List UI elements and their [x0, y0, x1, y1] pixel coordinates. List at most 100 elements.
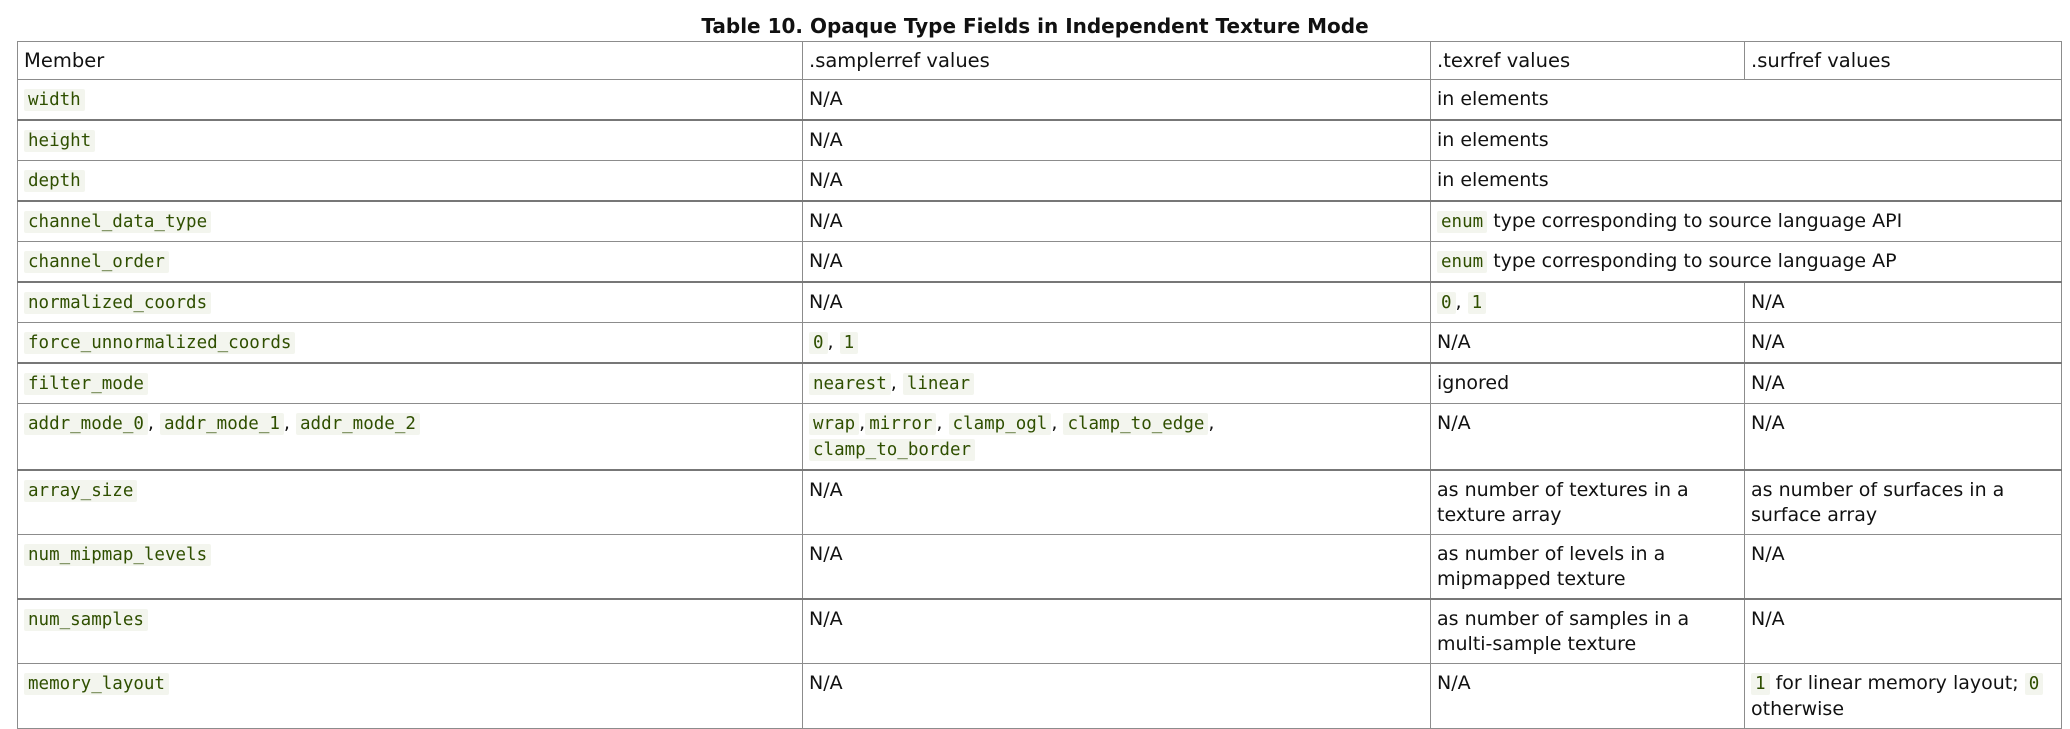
table-row: array_size N/A as number of textures in …	[17, 469, 2062, 535]
member-cell: num_samples	[17, 598, 803, 664]
member-code: num_mipmap_levels	[24, 544, 212, 566]
value-code: 1	[1467, 292, 1487, 314]
value-code: 0	[809, 332, 828, 354]
surfref-cell: N/A	[1744, 281, 2062, 323]
texref-cell: N/A	[1430, 322, 1745, 364]
table-row: channel_data_type N/A enum type correspo…	[17, 200, 2062, 242]
member-code: filter_mode	[24, 373, 148, 395]
separator-text: ,	[1208, 412, 1215, 434]
table-row: force_unnormalized_coords 0, 1 N/A N/A	[17, 322, 2062, 364]
member-code: memory_layout	[24, 673, 169, 695]
samplerref-cell: 0, 1	[802, 322, 1431, 364]
separator-text: ,	[859, 412, 866, 434]
texref-surfref-cell: enum type corresponding to source langua…	[1430, 241, 2062, 283]
surfref-cell: N/A	[1744, 362, 2062, 404]
texref-surfref-cell: in elements	[1430, 79, 2062, 121]
table-caption: Table 10. Opaque Type Fields in Independ…	[701, 14, 1369, 38]
member-code: addr_mode_0	[24, 413, 148, 435]
value-code: 1	[839, 332, 859, 354]
table-header-row: Member .samplerref values .texref values…	[17, 41, 2062, 80]
member-cell: filter_mode	[17, 362, 803, 404]
texref-surfref-cell: enum type corresponding to source langua…	[1430, 200, 2062, 242]
header-texref: .texref values	[1430, 41, 1745, 80]
value-code: 0	[1437, 292, 1456, 314]
header-member: Member	[17, 41, 803, 80]
enum-code: enum	[1437, 211, 1488, 233]
texref-surfref-cell: in elements	[1430, 160, 2062, 202]
member-cell: num_mipmap_levels	[17, 534, 803, 600]
samplerref-cell: N/A	[802, 200, 1431, 242]
member-code: channel_order	[24, 251, 169, 273]
member-cell: force_unnormalized_coords	[17, 322, 803, 364]
value-code: 1	[1751, 673, 1770, 695]
header-surfref: .surfref values	[1744, 41, 2062, 80]
member-code: force_unnormalized_coords	[24, 332, 296, 354]
table-row: addr_mode_0, addr_mode_1, addr_mode_2 wr…	[17, 403, 2062, 471]
texref-cell: N/A	[1430, 403, 1745, 471]
separator-text: ,	[827, 331, 840, 353]
table-row: channel_order N/A enum type correspondin…	[17, 241, 2062, 283]
value-code: 0	[2024, 673, 2044, 695]
member-cell: height	[17, 119, 803, 161]
separator-text: ,	[1051, 412, 1064, 434]
texref-cell: as number of levels in a mipmapped textu…	[1430, 534, 1745, 600]
table-row: normalized_coords N/A 0, 1 N/A	[17, 281, 2062, 323]
member-code: width	[24, 89, 85, 111]
samplerref-cell: N/A	[802, 160, 1431, 202]
member-code: height	[24, 130, 96, 152]
table-row: memory_layout N/A N/A 1 for linear memor…	[17, 663, 2062, 729]
surfref-cell: N/A	[1744, 598, 2062, 664]
separator-text: ,	[890, 372, 903, 394]
texref-cell: 0, 1	[1430, 281, 1745, 323]
samplerref-cell: wrap,mirror, clamp_ogl, clamp_to_edge,cl…	[802, 403, 1431, 471]
description-text: type corresponding to source language AP	[1487, 250, 1897, 272]
surfref-cell: as number of surfaces in a surface array	[1744, 469, 2062, 535]
member-code: channel_data_type	[24, 211, 212, 233]
samplerref-cell: N/A	[802, 79, 1431, 121]
surfref-cell: N/A	[1744, 322, 2062, 364]
member-code: depth	[24, 170, 85, 192]
member-cell: channel_order	[17, 241, 803, 283]
samplerref-cell: N/A	[802, 598, 1431, 664]
samplerref-cell: N/A	[802, 119, 1431, 161]
surfref-cell: N/A	[1744, 403, 2062, 471]
member-cell: width	[17, 79, 803, 121]
surfref-cell: N/A	[1744, 534, 2062, 600]
texref-cell: N/A	[1430, 663, 1745, 729]
value-code: mirror	[865, 413, 937, 435]
member-cell: depth	[17, 160, 803, 202]
description-text: otherwise	[1751, 698, 1845, 720]
table-row: num_samples N/A as number of samples in …	[17, 598, 2062, 664]
samplerref-cell: N/A	[802, 534, 1431, 600]
separator-text: ,	[147, 412, 160, 434]
surfref-cell: 1 for linear memory layout; 0 otherwise	[1744, 663, 2062, 729]
texref-cell: as number of samples in a multi-sample t…	[1430, 598, 1745, 664]
value-code: linear	[902, 373, 975, 395]
member-cell: normalized_coords	[17, 281, 803, 323]
samplerref-cell: N/A	[802, 663, 1431, 729]
texref-cell: as number of textures in a texture array	[1430, 469, 1745, 535]
member-cell: array_size	[17, 469, 803, 535]
header-samplerref: .samplerref values	[802, 41, 1431, 80]
table-row: width N/A in elements	[17, 79, 2062, 121]
samplerref-cell: N/A	[802, 241, 1431, 283]
value-code: clamp_to_border	[809, 439, 976, 461]
samplerref-cell: nearest, linear	[802, 362, 1431, 404]
separator-text: ,	[936, 412, 949, 434]
description-text: for linear memory layout;	[1769, 672, 2025, 694]
samplerref-cell: N/A	[802, 469, 1431, 535]
member-code: normalized_coords	[24, 292, 212, 314]
table-row: filter_mode nearest, linear ignored N/A	[17, 362, 2062, 404]
enum-code: enum	[1437, 251, 1488, 273]
table-row: height N/A in elements	[17, 119, 2062, 161]
member-cell: channel_data_type	[17, 200, 803, 242]
member-code: addr_mode_1	[160, 413, 284, 435]
value-code: wrap	[809, 413, 860, 435]
value-code: clamp_to_edge	[1063, 413, 1209, 435]
separator-text: ,	[283, 412, 296, 434]
table-row: depth N/A in elements	[17, 160, 2062, 202]
separator-text: ,	[1455, 291, 1468, 313]
member-cell: memory_layout	[17, 663, 803, 729]
value-code: nearest	[809, 373, 891, 395]
description-text: type corresponding to source language AP…	[1487, 210, 1903, 232]
